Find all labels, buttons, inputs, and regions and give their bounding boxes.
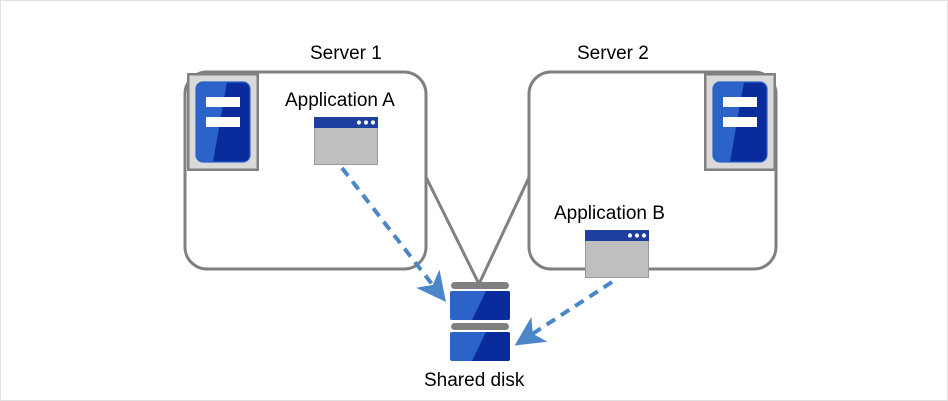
shared-disk-icon: [450, 282, 510, 361]
server-1-label: Server 1: [310, 43, 382, 64]
server-1-icon: [188, 74, 258, 170]
server-2-label: Server 2: [577, 43, 649, 64]
application-a-window-icon: [314, 117, 378, 165]
connector-lines-group: [421, 170, 534, 285]
application-b-to-disk-access: [514, 280, 614, 346]
server-2-icon: [705, 74, 775, 170]
application-b-window-icon: [585, 230, 649, 278]
server-2-to-disk-link: [477, 170, 534, 285]
application-b-label: Application B: [554, 203, 665, 224]
shared-disk-label: Shared disk: [424, 370, 525, 391]
access-arrows-group: [340, 166, 614, 346]
application-a-label: Application A: [285, 90, 395, 111]
application-a-to-disk-access: [340, 166, 446, 303]
server-1-to-disk-link: [421, 170, 481, 285]
